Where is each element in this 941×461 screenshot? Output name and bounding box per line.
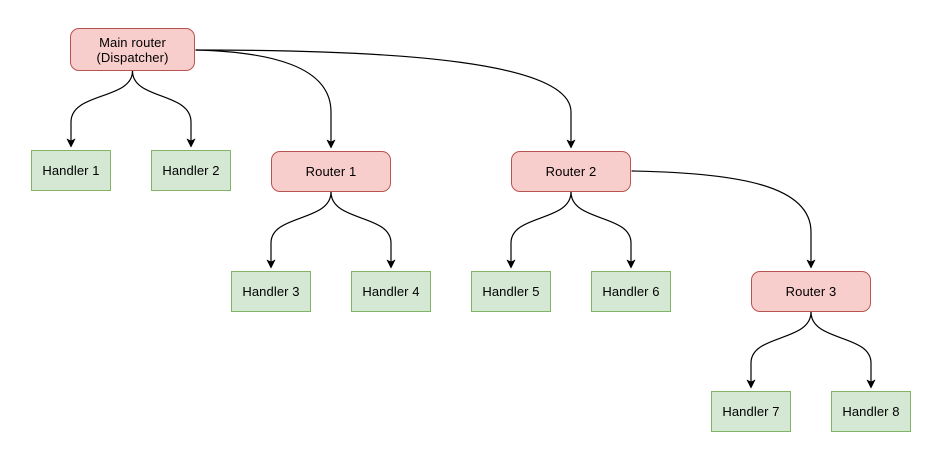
edge-main-to-router-1 bbox=[195, 49, 336, 149]
node-router-2-label: Router 2 bbox=[545, 164, 597, 179]
edge-main-to-handler-2 bbox=[131, 70, 196, 148]
edge-router-3-to-handler-8 bbox=[810, 311, 876, 389]
node-router-1-label: Router 1 bbox=[305, 164, 357, 179]
node-handler-3[interactable]: Handler 3 bbox=[231, 271, 311, 312]
edge-router-2-to-handler-6 bbox=[570, 191, 636, 269]
node-handler-1[interactable]: Handler 1 bbox=[31, 150, 111, 191]
node-handler-5[interactable]: Handler 5 bbox=[471, 271, 551, 312]
node-handler-3-label: Handler 3 bbox=[242, 284, 300, 299]
node-handler-2-label: Handler 2 bbox=[162, 163, 220, 178]
node-handler-8-label: Handler 8 bbox=[842, 404, 900, 419]
node-handler-5-label: Handler 5 bbox=[482, 284, 540, 299]
node-handler-2[interactable]: Handler 2 bbox=[151, 150, 231, 191]
edge-router-3-to-handler-7 bbox=[746, 311, 812, 389]
node-handler-4[interactable]: Handler 4 bbox=[351, 271, 431, 312]
node-handler-4-label: Handler 4 bbox=[362, 284, 420, 299]
edge-router-2-to-handler-5 bbox=[506, 191, 572, 269]
edge-router-2-to-router-3 bbox=[631, 170, 816, 269]
edge-router-1-to-handler-3 bbox=[266, 191, 332, 269]
node-handler-6[interactable]: Handler 6 bbox=[591, 271, 671, 312]
node-handler-1-label: Handler 1 bbox=[42, 163, 100, 178]
node-router-1[interactable]: Router 1 bbox=[271, 151, 391, 192]
node-handler-7-label: Handler 7 bbox=[722, 404, 780, 419]
node-handler-8[interactable]: Handler 8 bbox=[831, 391, 911, 432]
edge-main-to-router-2 bbox=[195, 49, 576, 149]
node-main-router[interactable]: Main router (Dispatcher) bbox=[70, 28, 195, 71]
node-router-3-label: Router 3 bbox=[785, 284, 837, 299]
edge-main-to-handler-1 bbox=[66, 70, 134, 148]
node-handler-7[interactable]: Handler 7 bbox=[711, 391, 791, 432]
node-main-router-label: Main router (Dispatcher) bbox=[96, 34, 169, 65]
node-router-2[interactable]: Router 2 bbox=[511, 151, 631, 192]
node-handler-6-label: Handler 6 bbox=[602, 284, 660, 299]
node-router-3[interactable]: Router 3 bbox=[751, 271, 871, 312]
edge-router-1-to-handler-4 bbox=[330, 191, 396, 269]
